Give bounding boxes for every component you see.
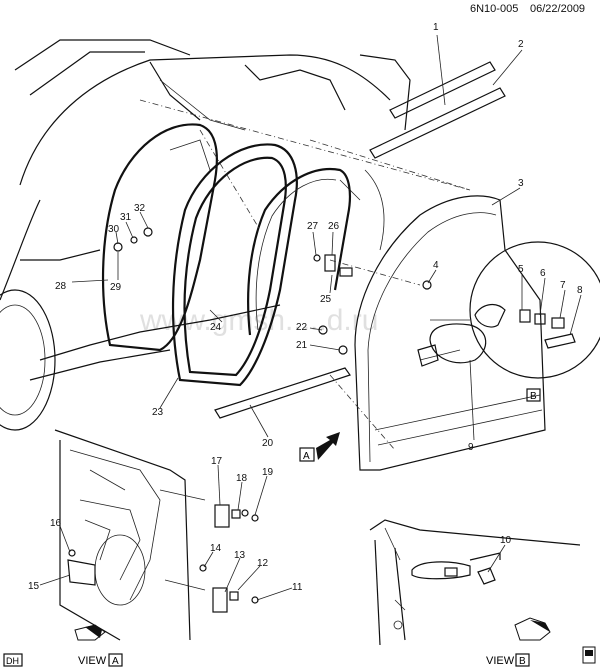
door-weatherstrip-inner (183, 156, 287, 377)
body-side-door-opening-weatherstrip (101, 123, 218, 352)
callout-25: 25 (320, 294, 332, 305)
view-a-arrow: A (299, 432, 340, 462)
callout-8: 8 (577, 285, 583, 296)
callout-1: 1 (433, 22, 439, 33)
callout-24: 24 (210, 322, 222, 333)
belt-molding-inner (369, 87, 506, 159)
view-a-door-inner-panel (54, 429, 259, 641)
callout-10: 10 (500, 535, 512, 546)
callout-14: 14 (210, 543, 222, 554)
detail-b-marker-label: B (530, 391, 537, 402)
view-a-label: VIEW (78, 655, 107, 667)
callout-32: 32 (134, 203, 146, 214)
view-b-box (515, 653, 530, 667)
callout-4: 4 (433, 260, 439, 271)
callout-13: 13 (234, 550, 246, 561)
callout-26: 26 (328, 221, 340, 232)
view-a-box-label: A (112, 656, 119, 667)
callout-numbers: 1 2 3 4 5 6 7 8 9 10 11 12 13 14 15 16 1… (28, 22, 583, 593)
callout-9: 9 (468, 442, 474, 453)
view-b-box-label: B (519, 656, 526, 667)
window-channel-seal (247, 167, 351, 336)
callout-7: 7 (560, 280, 566, 291)
callout-15: 15 (28, 581, 40, 592)
callout-3: 3 (518, 178, 524, 189)
callout-22: 22 (296, 322, 308, 333)
callout-30: 30 (108, 224, 120, 235)
callout-29: 29 (110, 282, 122, 293)
view-b-door-handle-detail (369, 519, 581, 646)
callout-2: 2 (518, 39, 524, 50)
belt-molding-outer (389, 61, 496, 119)
callout-18: 18 (236, 473, 248, 484)
diagram-code: 6N10-005 (470, 3, 519, 15)
dh-tag-box (3, 653, 23, 667)
callout-17: 17 (211, 456, 223, 467)
dh-tag: DH (6, 656, 19, 666)
callout-leaders (39, 34, 582, 601)
callout-28: 28 (55, 281, 67, 292)
vehicle-body-outline (0, 39, 411, 431)
detail-b-handle-parts (430, 241, 600, 379)
view-b-label: VIEW (486, 655, 515, 667)
svg-text:A: A (303, 451, 310, 462)
callout-5: 5 (518, 264, 524, 275)
view-a-box (108, 653, 123, 667)
seal-clips (113, 227, 432, 355)
diagram-date: 06/22/2009 (530, 3, 586, 15)
door-weatherstrip-outer (171, 143, 298, 387)
detail-b-marker-box (526, 388, 541, 402)
footer-icon (582, 646, 596, 664)
callout-23: 23 (152, 407, 164, 418)
callout-11: 11 (292, 582, 303, 593)
callout-20: 20 (262, 438, 274, 449)
callout-12: 12 (257, 558, 269, 569)
callout-31: 31 (120, 212, 132, 223)
callout-21: 21 (296, 340, 308, 351)
callout-27: 27 (307, 221, 319, 232)
callout-19: 19 (262, 467, 274, 478)
callout-6: 6 (540, 268, 546, 279)
callout-16: 16 (50, 518, 62, 529)
door-bottom-seal (214, 367, 351, 419)
front-door-assembly (354, 195, 546, 471)
